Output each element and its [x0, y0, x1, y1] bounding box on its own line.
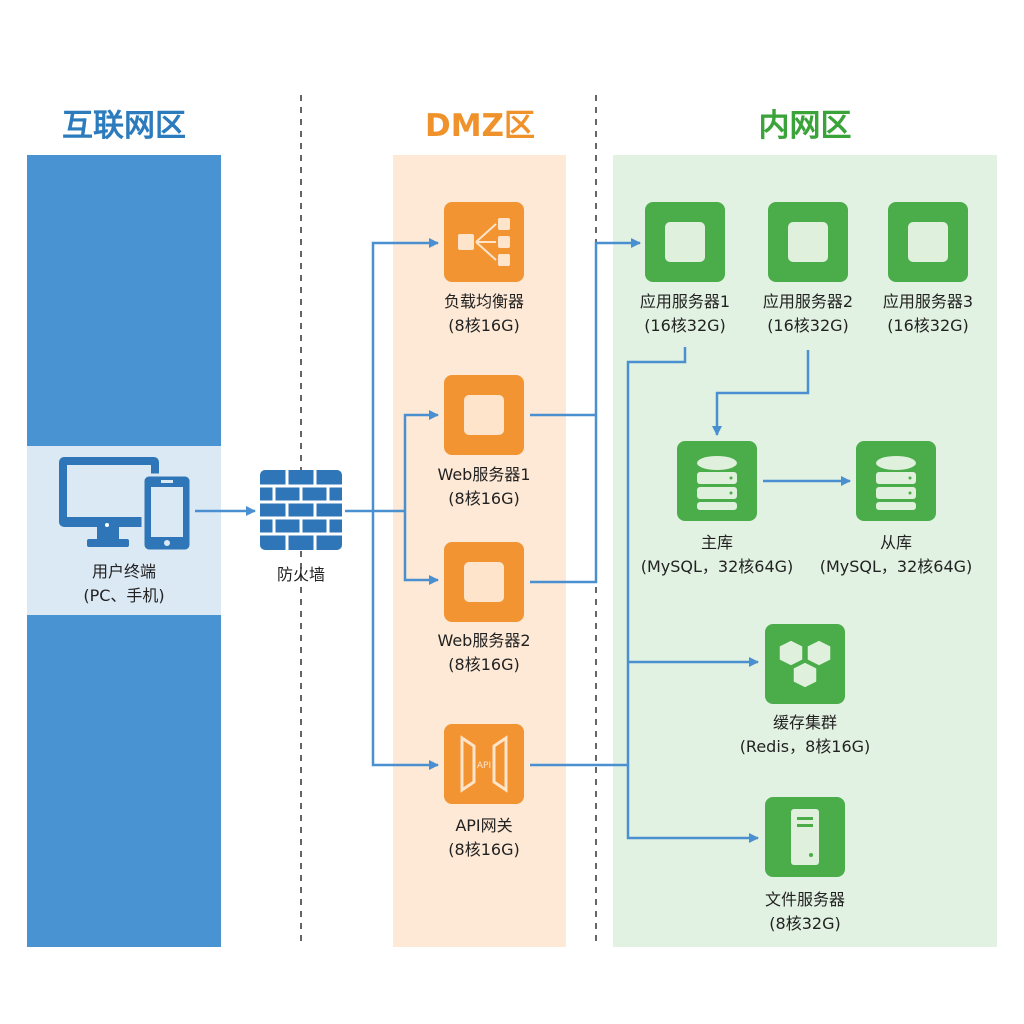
- app-server-1-name: 应用服务器1: [639, 292, 731, 311]
- api-gateway-spec: (8核16G): [448, 840, 520, 859]
- load-balancer-icon: [458, 218, 510, 266]
- app-server-2-node[interactable]: [768, 202, 848, 282]
- web-server-1-label: Web服务器1 (8核16G): [384, 463, 584, 511]
- app-server-2-name: 应用服务器2: [762, 292, 854, 311]
- app-server-1-node[interactable]: [645, 202, 725, 282]
- web-server-1-name: Web服务器1: [437, 465, 531, 484]
- server-square-icon: [788, 222, 828, 262]
- database-icon: [876, 456, 916, 510]
- app-server-1-label: 应用服务器1 (16核32G): [585, 290, 785, 338]
- web-server-1-spec: (8核16G): [448, 489, 520, 508]
- db-slave-node[interactable]: [856, 441, 936, 521]
- cache-cluster-node[interactable]: [765, 624, 845, 704]
- firewall-name: 防火墙: [276, 565, 325, 584]
- api-gateway-node[interactable]: API: [444, 724, 524, 804]
- db-master-node[interactable]: [677, 441, 757, 521]
- arrow-app2-master: [712, 350, 810, 436]
- file-server-node[interactable]: [765, 797, 845, 877]
- web-server-2-label: Web服务器2 (8核16G): [384, 629, 584, 677]
- arrow-firewall-web1: [403, 410, 439, 511]
- arrow-app1-file: [626, 347, 759, 843]
- server-square-icon: [908, 222, 948, 262]
- user-terminal-name: 用户终端: [91, 562, 156, 581]
- cache-cluster-name: 缓存集群: [772, 713, 837, 732]
- api-icon-text: API: [477, 761, 491, 771]
- app-server-2-spec: (16核32G): [767, 316, 849, 335]
- file-server-name: 文件服务器: [764, 890, 845, 909]
- api-gateway-icon: API: [460, 735, 508, 793]
- user-terminal-spec: (PC、手机): [83, 586, 165, 605]
- intranet-zone-title: 内网区: [758, 108, 852, 144]
- api-gateway-name: API网关: [455, 816, 513, 835]
- api-gateway-label: API网关 (8核16G): [384, 814, 584, 862]
- server-square-icon: [464, 562, 504, 602]
- load-balancer-label: 负载均衡器 (8核16G): [384, 290, 584, 338]
- arrow-web-app1: [530, 238, 641, 584]
- db-master-label: 主库 (MySQL，32核64G): [617, 531, 817, 579]
- app-server-3-node[interactable]: [888, 202, 968, 282]
- web-server-1-node[interactable]: [444, 375, 524, 455]
- server-square-icon: [464, 395, 504, 435]
- db-master-name: 主库: [700, 533, 733, 552]
- db-slave-name: 从库: [879, 533, 912, 552]
- db-master-spec: (MySQL，32核64G): [640, 557, 794, 576]
- desktop-phone-icon: [59, 457, 193, 553]
- internet-zone-title: 互联网区: [62, 108, 186, 144]
- web-server-2-name: Web服务器2: [437, 631, 531, 650]
- app-server-3-label: 应用服务器3 (16核32G): [828, 290, 1024, 338]
- app-server-2-label: 应用服务器2 (16核32G): [708, 290, 908, 338]
- app-server-3-name: 应用服务器3: [882, 292, 974, 311]
- db-slave-spec: (MySQL，32核64G): [819, 557, 973, 576]
- server-square-icon: [665, 222, 705, 262]
- arrow-firewall-lb: [371, 238, 439, 511]
- load-balancer-spec: (8核16G): [448, 316, 520, 335]
- database-icon: [697, 456, 737, 510]
- web-server-2-spec: (8核16G): [448, 655, 520, 674]
- firewall-label: 防火墙: [201, 563, 401, 587]
- dmz-zone-title: DMZ区: [424, 108, 536, 144]
- load-balancer-name: 负载均衡器: [443, 292, 524, 311]
- user-terminal-label: 用户终端 (PC、手机): [24, 560, 224, 608]
- file-server-label: 文件服务器 (8核32G): [705, 888, 905, 936]
- app-server-1-spec: (16核32G): [644, 316, 726, 335]
- arrow-firewall-web2: [403, 511, 439, 585]
- brick-wall-icon: [260, 470, 342, 550]
- load-balancer-node[interactable]: [444, 202, 524, 282]
- web-server-2-node[interactable]: [444, 542, 524, 622]
- cache-cluster-spec: (Redis，8核16G): [739, 737, 871, 756]
- db-slave-label: 从库 (MySQL，32核64G): [796, 531, 996, 579]
- tower-server-icon: [791, 809, 819, 865]
- cubes-icon: [778, 639, 832, 689]
- arrow-firewall-api: [371, 511, 439, 770]
- file-server-spec: (8核32G): [769, 914, 841, 933]
- app-server-3-spec: (16核32G): [887, 316, 969, 335]
- cache-cluster-label: 缓存集群 (Redis，8核16G): [705, 711, 905, 759]
